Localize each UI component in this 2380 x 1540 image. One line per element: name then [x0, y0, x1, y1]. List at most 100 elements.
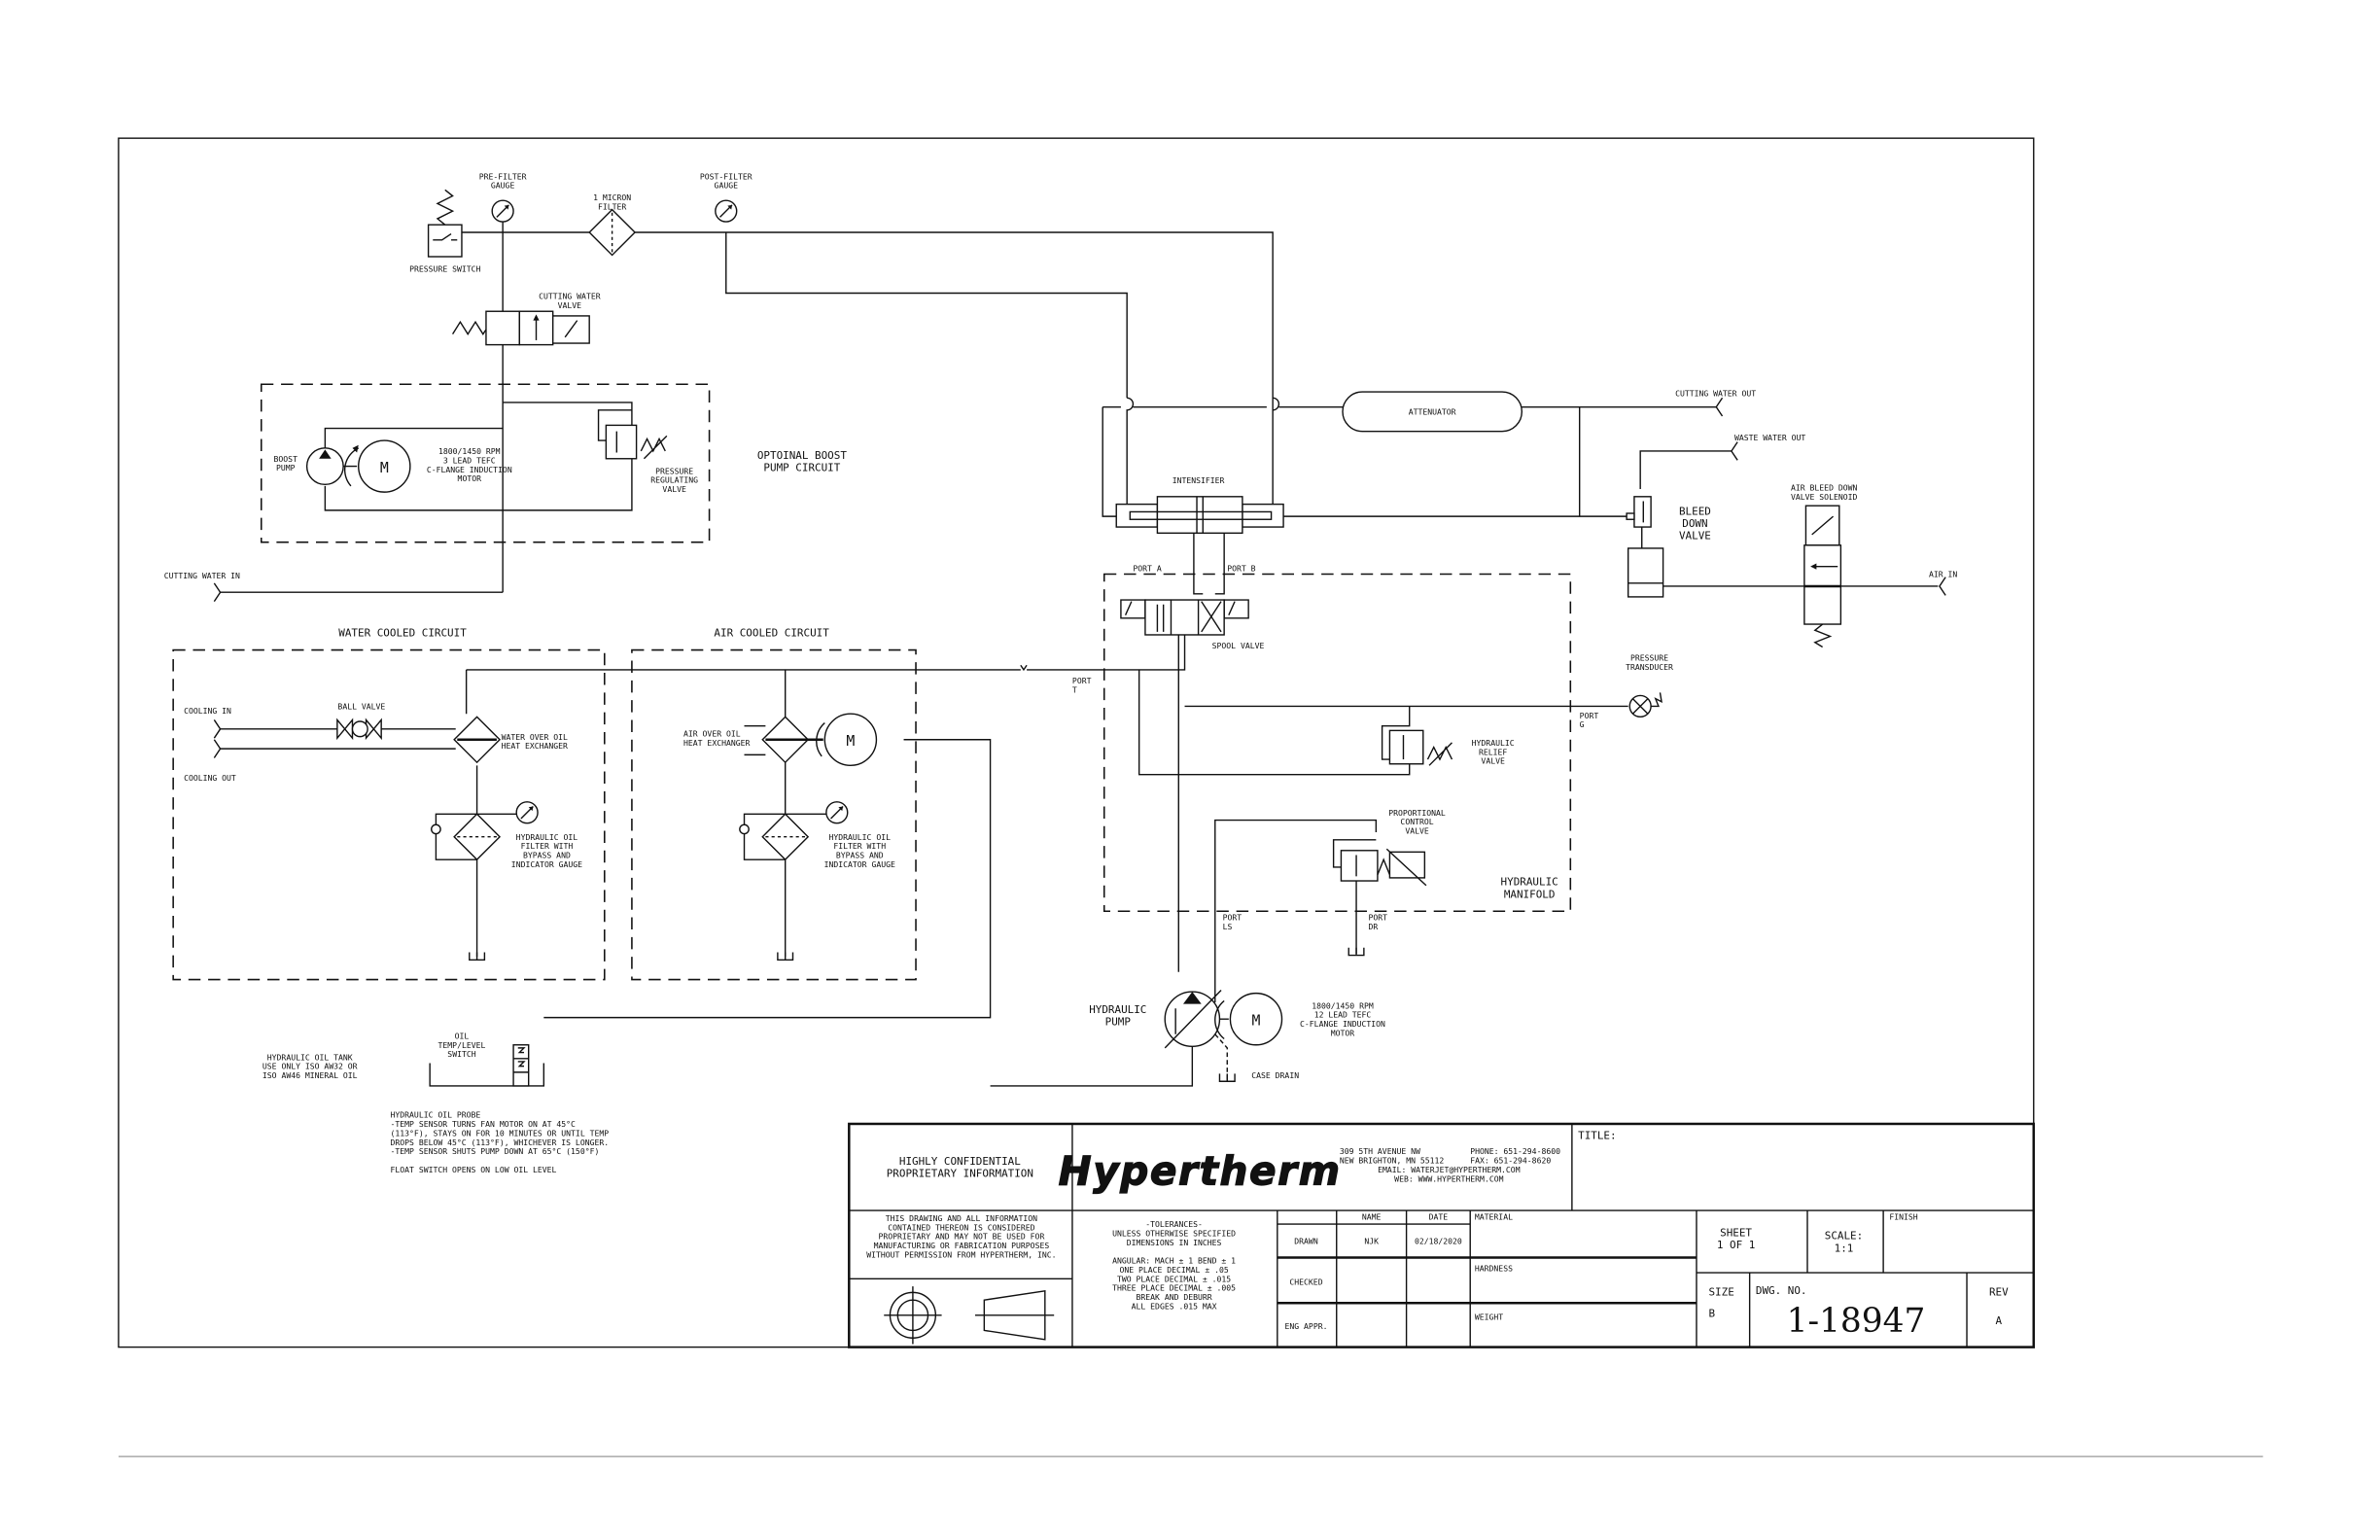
spool-valve-label: SPOOL VALVE — [1212, 641, 1265, 650]
company-web: WEB: WWW.HYPERTHERM.COM — [1394, 1173, 1503, 1183]
label-line: PUMP CIRCUIT — [763, 461, 840, 473]
label-line: 12 LEAD TEFC — [1314, 1010, 1372, 1020]
label-line: BREAK AND DEBURR — [1137, 1292, 1212, 1302]
label-line: PORT — [1369, 913, 1388, 923]
label-line: VALVE — [662, 484, 686, 494]
air-cooled-circuit-box — [631, 648, 917, 981]
label-line: MANUFACTURING OR FABRICATION PURPOSES — [874, 1241, 1050, 1250]
air-oil-filter-icon — [739, 813, 828, 861]
label-line: USE ONLY ISO AW32 OR — [262, 1062, 358, 1071]
pressure-switch: PRESSURE SWITCH — [409, 189, 481, 274]
fan-motor-symbol: M — [846, 733, 855, 750]
label-line: PHONE: 651-294-8600 — [1470, 1146, 1560, 1156]
temp-level-switch-icon — [512, 1044, 530, 1087]
port-a-label: PORT A — [1133, 563, 1161, 573]
label-line: FAX: 651-294-8620 — [1470, 1156, 1551, 1166]
cutting-water-out-label: CUTTING WATER OUT — [1675, 389, 1756, 399]
label-line: VALVE — [1679, 530, 1711, 542]
label-line: MOTOR — [458, 473, 482, 483]
label-line: HEAT EXCHANGER — [502, 741, 568, 751]
port-b-label: PORT B — [1227, 563, 1255, 573]
air-cooled-circuit-title: AIR COOLED CIRCUIT — [714, 627, 829, 640]
pump-motor-symbol: M — [1251, 1012, 1260, 1029]
label-line: BYPASS AND — [836, 851, 884, 860]
eng-appr-label: ENG APPR. — [1285, 1321, 1328, 1331]
label-line: MOTOR — [1331, 1028, 1355, 1037]
label-line: WATER OVER OIL — [502, 732, 568, 742]
ball-valve-label: BALL VALVE — [337, 702, 385, 712]
label-line: PORT — [1580, 711, 1599, 720]
title-block — [848, 1122, 2036, 1348]
air-bleed-solenoid-valve-icon — [1803, 505, 1842, 648]
label-line: FILTER — [598, 202, 626, 212]
label-line: GAUGE — [491, 181, 515, 191]
hardness-label: HARDNESS — [1475, 1264, 1513, 1274]
label-line: -TEMP SENSOR TURNS FAN MOTOR ON AT 45°C — [391, 1119, 577, 1129]
label-line: REGULATING — [650, 475, 698, 485]
label-line: 1 OF 1 — [1717, 1239, 1755, 1251]
label-line: LS — [1223, 922, 1233, 931]
oil-tank-icon — [429, 1063, 545, 1087]
boost-motor-symbol: M — [380, 460, 389, 476]
label-line: TWO PLACE DECIMAL ± .015 — [1117, 1274, 1231, 1283]
label-line: PROPORTIONAL — [1388, 808, 1446, 818]
air-in-arrow-icon — [1939, 577, 1946, 596]
pre-filter-gauge-icon — [491, 199, 514, 223]
label-line: VALVE — [1481, 756, 1505, 766]
label-line: PRE-FILTER — [479, 171, 527, 181]
rev-label: REV — [1989, 1285, 2009, 1298]
label-line: AIR OVER OIL — [683, 729, 741, 739]
label-line: RELIEF — [1479, 747, 1507, 756]
label-line: SCALE: — [1825, 1230, 1863, 1242]
label-line: BLEED — [1679, 506, 1711, 518]
water-heat-exchanger-icon — [453, 716, 502, 764]
label-line: SHEET — [1720, 1227, 1752, 1240]
material-label: MATERIAL — [1475, 1211, 1513, 1221]
label-line: CONTROL — [1400, 817, 1433, 826]
dwg-no-label: DWG. NO. — [1756, 1284, 1807, 1297]
pressure-transducer-icon — [1628, 692, 1662, 718]
label-line: INDICATOR GAUGE — [824, 859, 895, 869]
label-line: C-FLANGE INDUCTION — [1300, 1019, 1385, 1029]
water-cooled-circuit-title: WATER COOLED CIRCUIT — [338, 627, 467, 640]
label-line: PRESSURE — [1630, 653, 1668, 663]
label-line: TEMP/LEVEL — [438, 1040, 486, 1050]
intensifier-label: INTENSIFIER — [1172, 475, 1225, 485]
label-line: 1800/1450 RPM — [1312, 1000, 1374, 1010]
weight-label: WEIGHT — [1475, 1312, 1503, 1321]
drawing-number: 1-18947 — [1787, 1302, 1926, 1341]
spool-valve-icon — [1120, 599, 1249, 636]
cooling-port-arrows-icon — [213, 719, 222, 758]
label-line: HYDRAULIC — [1501, 876, 1558, 889]
scale-value: SCALE:1:1 — [1825, 1230, 1863, 1255]
label-line: PORT — [1072, 676, 1092, 685]
water-cooled-circuit-box — [172, 648, 606, 981]
label-line: HYDRAULIC OIL — [516, 832, 578, 842]
label-line: HYDRAULIC — [1089, 1003, 1146, 1016]
label-line: 1 MICRON — [593, 192, 631, 202]
label-line: THIS DRAWING AND ALL INFORMATION — [886, 1213, 1037, 1223]
boost-pump-icon — [305, 444, 360, 487]
drawn-name: NJK — [1364, 1236, 1379, 1245]
air-circuit-tank-icon — [777, 951, 794, 961]
proportional-control-valve-icon — [1214, 819, 1427, 1003]
label-line: DOWN — [1682, 517, 1707, 530]
label-line: 309 5TH AVENUE NW — [1340, 1146, 1420, 1156]
post-filter-gauge-icon — [715, 199, 738, 223]
label-line: BOOST — [274, 454, 298, 464]
